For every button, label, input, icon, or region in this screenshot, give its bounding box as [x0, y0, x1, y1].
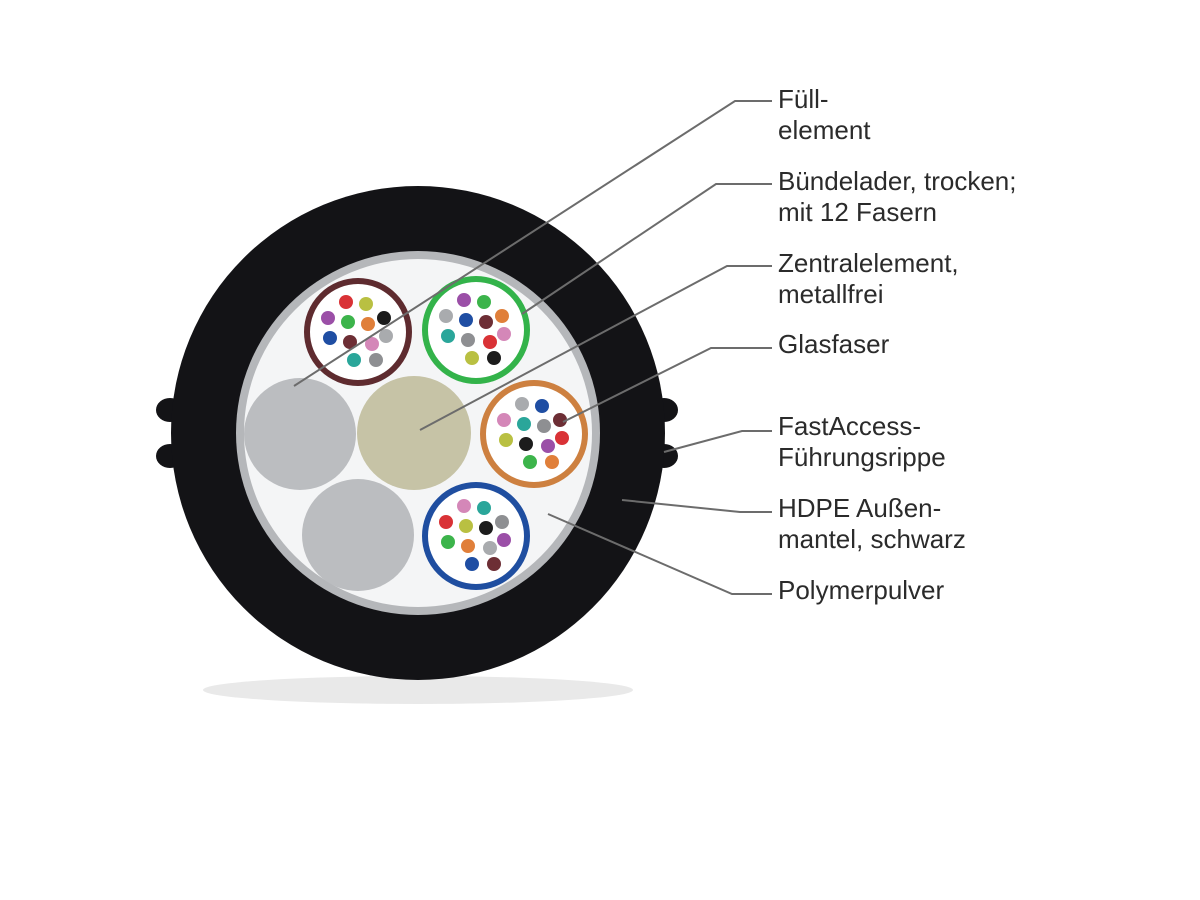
- tube-orange-fiber-10: [541, 439, 555, 453]
- tube-brown-fiber-1: [339, 295, 353, 309]
- tube-orange-fiber-7: [555, 431, 569, 445]
- tube-orange-fiber-5: [517, 417, 531, 431]
- tube-blue-fiber-11: [465, 557, 479, 571]
- label-buendelader: Bündelader, trocken; mit 12 Fasern: [778, 166, 1017, 227]
- tube-blue-fiber-3: [495, 515, 509, 529]
- tube-orange-fiber-6: [537, 419, 551, 433]
- tube-orange: [480, 380, 588, 488]
- label-fastaccess: FastAccess- Führungsrippe: [778, 411, 946, 472]
- tube-green-fiber-3: [495, 309, 509, 323]
- tube-brown-fiber-6: [361, 317, 375, 331]
- tube-blue-fiber-7: [497, 533, 511, 547]
- tube-orange-fiber-2: [535, 399, 549, 413]
- label-glasfaser: Glasfaser: [778, 329, 890, 359]
- filler-element-bottom: [302, 479, 414, 591]
- tube-orange-fiber-1: [515, 397, 529, 411]
- tube-green-fiber-7: [497, 327, 511, 341]
- tube-green-fiber-8: [441, 329, 455, 343]
- label-zentralelement: Zentralelement, metallfrei: [778, 248, 959, 309]
- tube-brown-fiber-2: [359, 297, 373, 311]
- tube-orange-fiber-4: [497, 413, 511, 427]
- tube-blue-fiber-6: [479, 521, 493, 535]
- leader-fuellelement: [293, 100, 772, 387]
- tube-green-fiber-2: [477, 295, 491, 309]
- tube-blue-fiber-1: [457, 499, 471, 513]
- cable-shadow: [203, 676, 633, 704]
- tube-orange-fiber-11: [523, 455, 537, 469]
- tube-brown-fiber-7: [379, 329, 393, 343]
- tube-orange-fiber-8: [499, 433, 513, 447]
- tube-brown-fiber-11: [347, 353, 361, 367]
- tube-orange-fiber-12: [545, 455, 559, 469]
- tube-blue: [422, 482, 530, 590]
- tube-brown-fiber-9: [343, 335, 357, 349]
- tube-green: [422, 276, 530, 384]
- tube-green-fiber-10: [483, 335, 497, 349]
- filler-element-left: [244, 378, 356, 490]
- tube-brown-fiber-10: [365, 337, 379, 351]
- tube-green-fiber-9: [461, 333, 475, 347]
- leader-zentralelement: [419, 265, 772, 431]
- tube-blue-fiber-9: [461, 539, 475, 553]
- tube-brown: [304, 278, 412, 386]
- leader-fastaccess: [663, 430, 772, 453]
- tube-green-fiber-6: [479, 315, 493, 329]
- tube-green-fiber-12: [487, 351, 501, 365]
- tube-blue-fiber-10: [483, 541, 497, 555]
- leader-glasfaser: [562, 347, 772, 423]
- tube-green-fiber-5: [459, 313, 473, 327]
- tube-blue-fiber-4: [439, 515, 453, 529]
- label-polymerpulver: Polymerpulver: [778, 575, 945, 605]
- tube-green-fiber-4: [439, 309, 453, 323]
- tube-blue-fiber-8: [441, 535, 455, 549]
- leader-buendelader: [521, 183, 772, 315]
- tube-blue-fiber-5: [459, 519, 473, 533]
- leader-polymerpulver: [547, 513, 772, 595]
- tube-brown-fiber-5: [341, 315, 355, 329]
- label-fuellelement: Füll- element: [778, 84, 871, 145]
- tube-brown-fiber-4: [321, 311, 335, 325]
- tube-blue-fiber-12: [487, 557, 501, 571]
- leader-hdpe: [621, 499, 772, 513]
- tube-green-fiber-11: [465, 351, 479, 365]
- tube-green-fiber-1: [457, 293, 471, 307]
- tube-orange-fiber-9: [519, 437, 533, 451]
- tube-brown-fiber-8: [323, 331, 337, 345]
- central-member: [357, 376, 471, 490]
- tube-brown-fiber-12: [369, 353, 383, 367]
- tube-brown-fiber-3: [377, 311, 391, 325]
- tube-orange-fiber-3: [553, 413, 567, 427]
- label-hdpe: HDPE Außen- mantel, schwarz: [778, 493, 966, 554]
- tube-blue-fiber-2: [477, 501, 491, 515]
